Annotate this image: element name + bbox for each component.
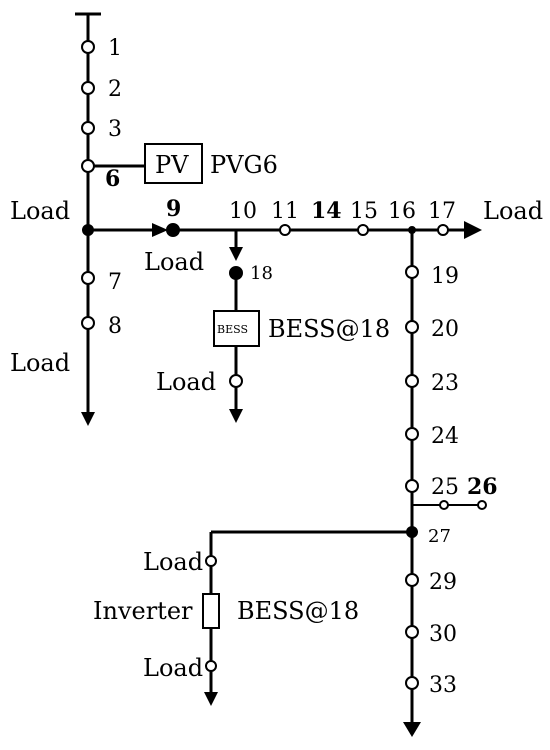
inverter-label: Inverter — [93, 597, 193, 625]
bus-node-30 — [405, 625, 419, 639]
bus-node-33 — [405, 676, 419, 690]
bus-node-8 — [81, 316, 95, 330]
inverter-branch-end-arrow — [204, 692, 218, 706]
bus-node-11 — [279, 224, 291, 236]
bus-node-17 — [437, 224, 449, 236]
bus-node-19 — [405, 265, 419, 279]
node-label-3: 3 — [108, 117, 122, 142]
pv-box-label: PV — [155, 151, 189, 179]
branch-10-arrow — [229, 247, 243, 261]
node-label-30: 30 — [429, 622, 457, 647]
node-label-1: 1 — [108, 36, 122, 61]
load-label-left-top: Load — [10, 197, 70, 225]
bus-node-29 — [405, 573, 419, 587]
bus-node-1 — [81, 40, 95, 54]
bus-node-20 — [405, 320, 419, 334]
load-label-branch-top: Load — [143, 548, 203, 576]
bess-name-label: BESS@18 — [268, 315, 390, 343]
node-label-27: 27 — [428, 526, 451, 547]
node-label-17: 17 — [428, 199, 456, 224]
arrow-to-node-9 — [152, 223, 168, 237]
bus-node-15 — [357, 224, 369, 236]
load-label-bess18: Load — [156, 368, 216, 396]
bus-node-25 — [405, 479, 419, 493]
bus-node-7 — [81, 271, 95, 285]
lateral-feeder-end-arrow — [403, 722, 421, 737]
node-label-25: 25 — [431, 475, 459, 500]
bus-node-3 — [81, 121, 95, 135]
node-label-19: 19 — [431, 264, 459, 289]
node-label-16: 16 — [388, 199, 416, 224]
bus-node-9 — [166, 223, 180, 237]
node-label-33: 33 — [429, 673, 457, 698]
pv-generator-name: PVG6 — [210, 151, 278, 179]
inverter-box — [202, 593, 220, 629]
node-label-14: 14 — [311, 198, 342, 224]
node-label-2: 2 — [108, 77, 122, 102]
bus-node-2 — [81, 81, 95, 95]
node-label-29: 29 — [429, 570, 457, 595]
node-label-8: 8 — [108, 314, 122, 339]
bus-node-26 — [477, 500, 487, 510]
bus-node-26a — [439, 500, 449, 510]
node-label-9: 9 — [166, 196, 181, 222]
load-label-left-bottom: Load — [10, 349, 70, 377]
node-label-6: 6 — [105, 166, 120, 192]
feeder-right-arrow — [464, 221, 482, 239]
inverter-load-node-top — [205, 555, 217, 567]
bus-node-6 — [81, 159, 95, 173]
node-label-20: 20 — [431, 317, 459, 342]
node-label-23: 23 — [431, 371, 459, 396]
node-label-15: 15 — [350, 199, 378, 224]
load-label-branch-bottom: Load — [143, 654, 203, 682]
bess-load-node — [229, 374, 243, 388]
node-label-24: 24 — [431, 424, 459, 449]
node-label-10: 10 — [229, 199, 257, 224]
node-label-11: 11 — [271, 199, 299, 224]
node-label-7: 7 — [108, 270, 122, 295]
load-label-under-9: Load — [144, 248, 204, 276]
inverter-load-node-bottom — [205, 660, 217, 672]
node-label-26: 26 — [467, 474, 498, 500]
feeder-end-arrow — [81, 412, 95, 426]
pv-generator-box — [144, 143, 203, 184]
bess-branch-end-arrow — [229, 409, 243, 423]
bess-name-label-2: BESS@18 — [237, 597, 359, 625]
bess-box-label: BESS — [217, 323, 248, 336]
bus-node-23 — [405, 374, 419, 388]
node-label-18: 18 — [250, 263, 273, 284]
load-label-right: Load — [483, 197, 543, 225]
bus-node-24 — [405, 427, 419, 441]
